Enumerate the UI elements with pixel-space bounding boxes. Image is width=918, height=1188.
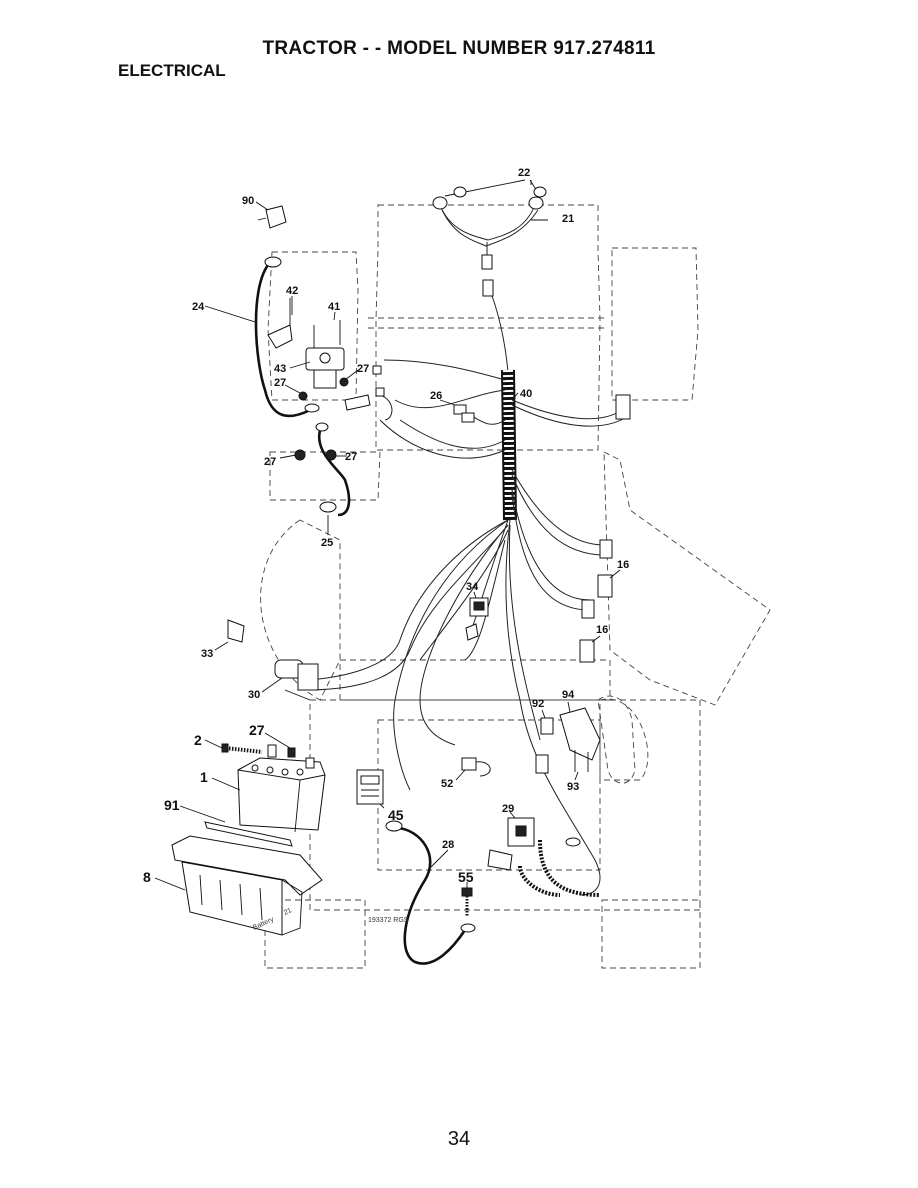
callout-25: 25 <box>321 537 333 549</box>
callout-21: 21 <box>562 213 574 225</box>
page-number: 34 <box>447 1128 471 1150</box>
headlight-harness-21 <box>432 196 544 270</box>
bulbs-22 <box>444 179 547 198</box>
page-title: TRACTOR - - MODEL NUMBER 917.274811 <box>262 38 656 59</box>
callout-90: 90 <box>242 195 254 207</box>
cable-25 <box>315 422 351 517</box>
ignition-switch-30 <box>274 659 319 701</box>
callout-16-lower: 16 <box>596 624 608 636</box>
plug-90 <box>257 205 287 229</box>
callout-42: 42 <box>286 285 298 297</box>
callout-26: 26 <box>430 390 442 402</box>
pedal-outline <box>597 695 636 784</box>
callout-27-a: 27 <box>274 377 286 389</box>
bolt-55 <box>461 887 473 916</box>
connector-26 <box>453 404 475 423</box>
callout-16-upper: 16 <box>617 559 629 571</box>
callout-43: 43 <box>274 363 286 375</box>
callout-45: 45 <box>388 807 404 823</box>
callout-labels: 90 22 21 24 42 41 43 27 27 27 27 26 40 2… <box>143 167 629 885</box>
drawing-number: 193372 RGS <box>368 917 409 924</box>
callout-30: 30 <box>248 689 260 701</box>
callout-28: 28 <box>442 839 454 851</box>
battery-cable-24 <box>254 256 320 418</box>
battery-1 <box>237 744 326 833</box>
battery-size: 21 <box>283 907 293 917</box>
callout-27-e: 27 <box>249 722 265 738</box>
callout-2: 2 <box>194 732 202 748</box>
harness-conduit <box>501 369 517 521</box>
module-33 <box>227 619 245 643</box>
callout-27-d: 27 <box>345 451 357 463</box>
callout-24: 24 <box>192 301 205 313</box>
solenoid-43 <box>294 320 349 461</box>
switch-94 <box>559 707 601 772</box>
callout-8: 8 <box>143 869 151 885</box>
callout-52: 52 <box>441 778 453 790</box>
switch-16-upper <box>597 539 613 598</box>
callout-93: 93 <box>567 781 579 793</box>
callout-1: 1 <box>200 769 208 785</box>
callout-29: 29 <box>502 803 514 815</box>
switch-16-lower <box>579 599 595 663</box>
ground-cable-28 <box>385 820 476 965</box>
switch-34 <box>465 597 489 641</box>
hour-meter-45 <box>356 769 384 805</box>
callout-22: 22 <box>518 167 530 179</box>
strap-91 <box>204 821 293 847</box>
callout-41: 41 <box>328 301 340 313</box>
boot-42 <box>267 298 293 349</box>
callout-55: 55 <box>458 869 474 885</box>
callout-27-b: 27 <box>357 363 369 375</box>
section-heading: ELECTRICAL <box>118 61 226 80</box>
callout-91: 91 <box>164 797 180 813</box>
fuse-holder <box>344 365 393 421</box>
callout-27-c: 27 <box>264 456 276 468</box>
nut-27-battery <box>287 747 296 758</box>
battery-tray-8: Battery 21 <box>171 835 323 936</box>
callout-34: 34 <box>466 581 479 593</box>
main-wiring-harness-40 <box>299 279 631 896</box>
tractor-outline <box>260 204 771 969</box>
callout-40: 40 <box>520 388 532 400</box>
connector-52 <box>461 757 491 777</box>
callout-92: 92 <box>532 698 544 710</box>
switch-29 <box>487 817 601 897</box>
leader-lines <box>154 180 621 891</box>
callout-94: 94 <box>562 689 575 701</box>
switch-92 <box>535 717 554 774</box>
callout-33: 33 <box>201 648 213 660</box>
bolt-2 <box>221 743 263 754</box>
